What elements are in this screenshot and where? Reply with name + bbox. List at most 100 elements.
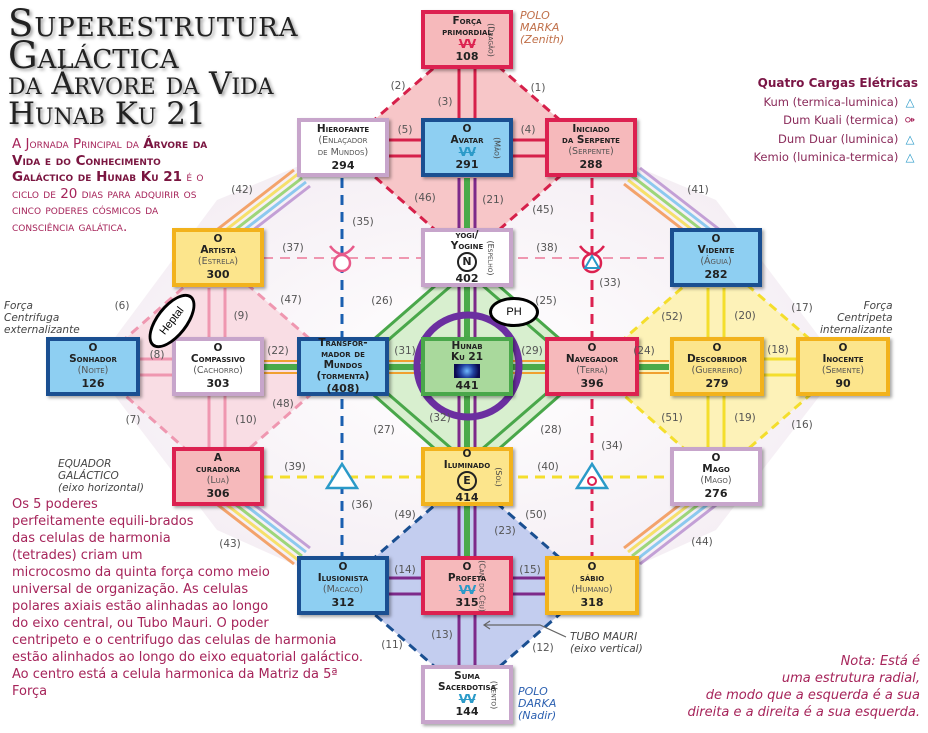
connection-label: (27): [373, 424, 395, 436]
connection-label: (37): [282, 242, 304, 254]
title-line-4: Hunab Ku 21: [8, 96, 206, 132]
connection-label: (36): [351, 499, 373, 511]
connection-label: (2): [390, 80, 406, 92]
equador-galactico-label: EQUADOR GALÁCTICO (eixo horizontal): [58, 458, 144, 494]
connection-label: (25): [535, 295, 557, 307]
node-sonhador: O Sonhador(Noite)126: [46, 337, 140, 396]
node-title: yogi/ Yogine: [450, 229, 484, 252]
node-subtitle: (Guerreiro): [691, 365, 743, 376]
legend-item: Dum Duar (luminica) △: [753, 130, 918, 149]
title-line-1: Superestrutura: [8, 2, 299, 45]
forca-centripeta-label: Força Centripeta internalizante: [820, 300, 893, 336]
connection-label: (46): [414, 192, 436, 204]
node-side-label: (Vento): [489, 680, 499, 709]
circled-letter-icon: E: [457, 471, 477, 491]
node-title: O Artista: [200, 233, 236, 256]
node-side-label: (Mão): [492, 136, 502, 159]
legend-label: Kum (termica-luminica): [763, 94, 899, 109]
node-number: 315: [455, 596, 479, 609]
connection-label: (8): [149, 349, 165, 361]
description-paragraph: Os 5 poderes perfeitamente equili-brados…: [12, 497, 364, 699]
dum-kuali-icon: ⚩: [905, 113, 915, 127]
legend-label: Dum Duar (luminica): [778, 131, 899, 146]
node-vidente: O Vidente(Águia)282: [670, 228, 762, 287]
node-side-label: (Cam. do Céu): [477, 559, 487, 612]
dum-duar-symbol: [324, 461, 360, 490]
node-subtitle: (Enlaçador de Mundos): [317, 134, 369, 158]
node-side-label: (Espelho): [485, 239, 495, 276]
node-title: O Sonhador: [69, 342, 117, 365]
intro-text: A Jornada Principal da Árvore da Vida e …: [12, 136, 212, 236]
polo-marka-label: POLO MARKA (Zenith): [520, 9, 565, 46]
legend-item: Kemio (luminica-termica) △: [753, 148, 918, 167]
node-descobridor: O Descobridor(Guerreiro)279: [670, 337, 764, 396]
polo-darka-label: POLO DARKA (Nadir): [518, 685, 557, 722]
intro-part-2: Árvore da Vida e do Conhecimento Galácti…: [12, 136, 208, 186]
connection-label: (19): [734, 412, 756, 424]
dum-kuali-symbol: [329, 245, 355, 273]
node-title: O Navegador: [565, 342, 619, 365]
connection-label: (48): [272, 398, 294, 410]
connection-label: (6): [114, 300, 130, 312]
forca-centrifuga-label: Força Centrifuga externalizante: [4, 300, 80, 336]
node-inocente: O Inocente(Semente)90: [796, 337, 890, 396]
hunab-ku-highlight-circle: [413, 311, 523, 421]
node-side-label: (Sol): [493, 466, 503, 487]
connection-label: (17): [791, 302, 813, 314]
node-subtitle: (Noite): [77, 365, 109, 376]
connection-label: (29): [521, 345, 543, 357]
legend-label: Dum Kuali (termica): [783, 113, 899, 127]
connection-label: (41): [687, 184, 709, 196]
node-subtitle: (Serpente): [568, 146, 614, 157]
connection-label: (11): [381, 639, 403, 651]
node-subtitle: (Águia): [700, 256, 732, 267]
node-number: 396: [580, 377, 604, 390]
node-number: 276: [704, 487, 728, 500]
ph-bubble: PH: [489, 297, 539, 327]
glyph-icon: VV: [458, 692, 477, 706]
circled-letter-icon: N: [457, 252, 477, 272]
connection-label: (18): [767, 344, 789, 356]
node-title: Força primordial: [442, 15, 492, 38]
kemio-icon: △: [905, 150, 915, 164]
node-title: O Descobridor: [686, 342, 748, 365]
node-subtitle: (Estrela): [197, 256, 239, 267]
connection-label: (32): [429, 412, 451, 424]
node-title: O Iluminado: [443, 448, 491, 471]
connection-label: (4): [520, 124, 536, 136]
connection-label: (3): [437, 96, 453, 108]
legend-label: Kemio (luminica-termica): [753, 150, 899, 164]
node-number: (408): [326, 382, 360, 395]
node-subtitle: (Humano): [571, 584, 613, 595]
node-iniciado-serpente: Iniciado da Serpente(Serpente)288: [545, 118, 637, 177]
node-title: O sábio: [579, 561, 605, 584]
node-title: A curadora: [195, 452, 241, 475]
connection-label: (47): [280, 294, 302, 306]
intro-part-3: é o ciclo de 20 dias para adquirir os ci…: [12, 169, 204, 235]
tubo-mauri-label: TUBO MAURI (eixo vertical): [570, 631, 643, 655]
connection-label: (23): [494, 525, 516, 537]
title-line-3: da Árvore da Vida: [8, 66, 274, 102]
connection-label: (44): [691, 536, 713, 548]
node-number: 90: [835, 377, 851, 390]
node-title: O Avatar: [450, 123, 484, 146]
glyph-icon: VV: [458, 145, 477, 159]
connection-label: (20): [734, 310, 756, 322]
node-number: 108: [455, 50, 479, 63]
node-number: 288: [579, 158, 603, 171]
node-sabio: O sábio(Humano)318: [545, 556, 639, 615]
note-text: Nota: Está é uma estrutura radial, de mo…: [687, 654, 920, 720]
connection-label: (9): [233, 310, 249, 322]
connection-label: (33): [599, 277, 621, 289]
dum-duar-icon: △: [905, 131, 915, 146]
connection-label: (45): [532, 204, 554, 216]
node-title: Iniciado da Serpente: [562, 123, 620, 146]
node-side-label: (Dragão): [486, 22, 496, 57]
node-number: 144: [455, 705, 479, 718]
connection-label: (50): [525, 509, 547, 521]
